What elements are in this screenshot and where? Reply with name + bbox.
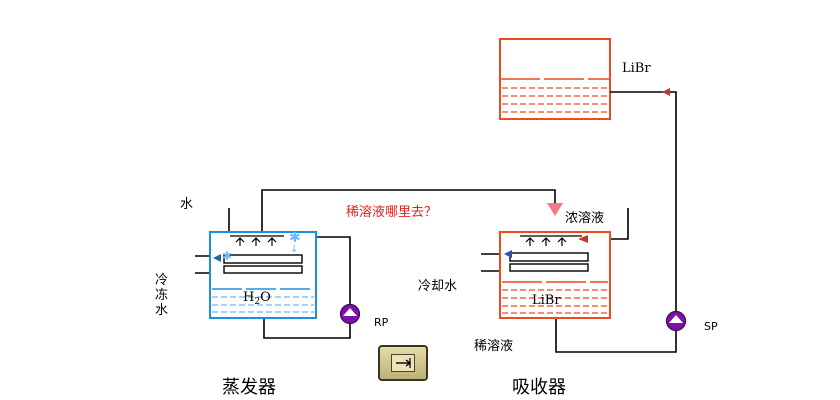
sp-label: SP <box>704 320 718 333</box>
chilled-water-label: 冷 冻 水 <box>155 273 168 318</box>
down-arrow-icon <box>547 203 563 216</box>
svg-text:冻: 冻 <box>155 287 168 303</box>
water-inlet-label: 水 <box>180 197 193 212</box>
evaporator-vessel: ✱ ✱ ↓ <box>209 230 317 319</box>
absorber-fluid-label: LiBr <box>532 293 561 308</box>
rp-label: RP <box>374 316 389 329</box>
pump-sp-icon[interactable] <box>665 310 687 332</box>
svg-text:冷: 冷 <box>155 273 168 288</box>
cooling-water-label: 冷却水 <box>418 279 457 294</box>
question-label: 稀溶液哪里去？ <box>346 205 437 220</box>
storage-fluid-label: LiBr <box>622 61 651 76</box>
absorber-vessel <box>499 231 611 319</box>
svg-text:↓: ↓ <box>290 244 298 255</box>
next-button[interactable] <box>378 345 428 381</box>
evaporator-title: 蒸发器 <box>222 377 276 398</box>
weak-solution-label: 稀溶液 <box>474 339 513 354</box>
strong-solution-label: 浓溶液 <box>565 211 604 226</box>
evaporator-fluid-label: H2O <box>243 290 271 307</box>
svg-text:✱: ✱ <box>222 249 232 263</box>
arrow-in-icon <box>504 250 512 258</box>
pump-rp-icon[interactable] <box>339 303 361 325</box>
absorber-title: 吸收器 <box>512 377 566 398</box>
arrow-in-icon <box>213 254 221 262</box>
left-arrow-icon <box>578 235 588 243</box>
svg-text:✱: ✱ <box>289 230 301 246</box>
libr-storage-tank <box>499 38 611 120</box>
left-arrow-icon <box>662 88 670 96</box>
next-arrow-icon <box>391 354 415 372</box>
svg-text:水: 水 <box>155 303 168 318</box>
